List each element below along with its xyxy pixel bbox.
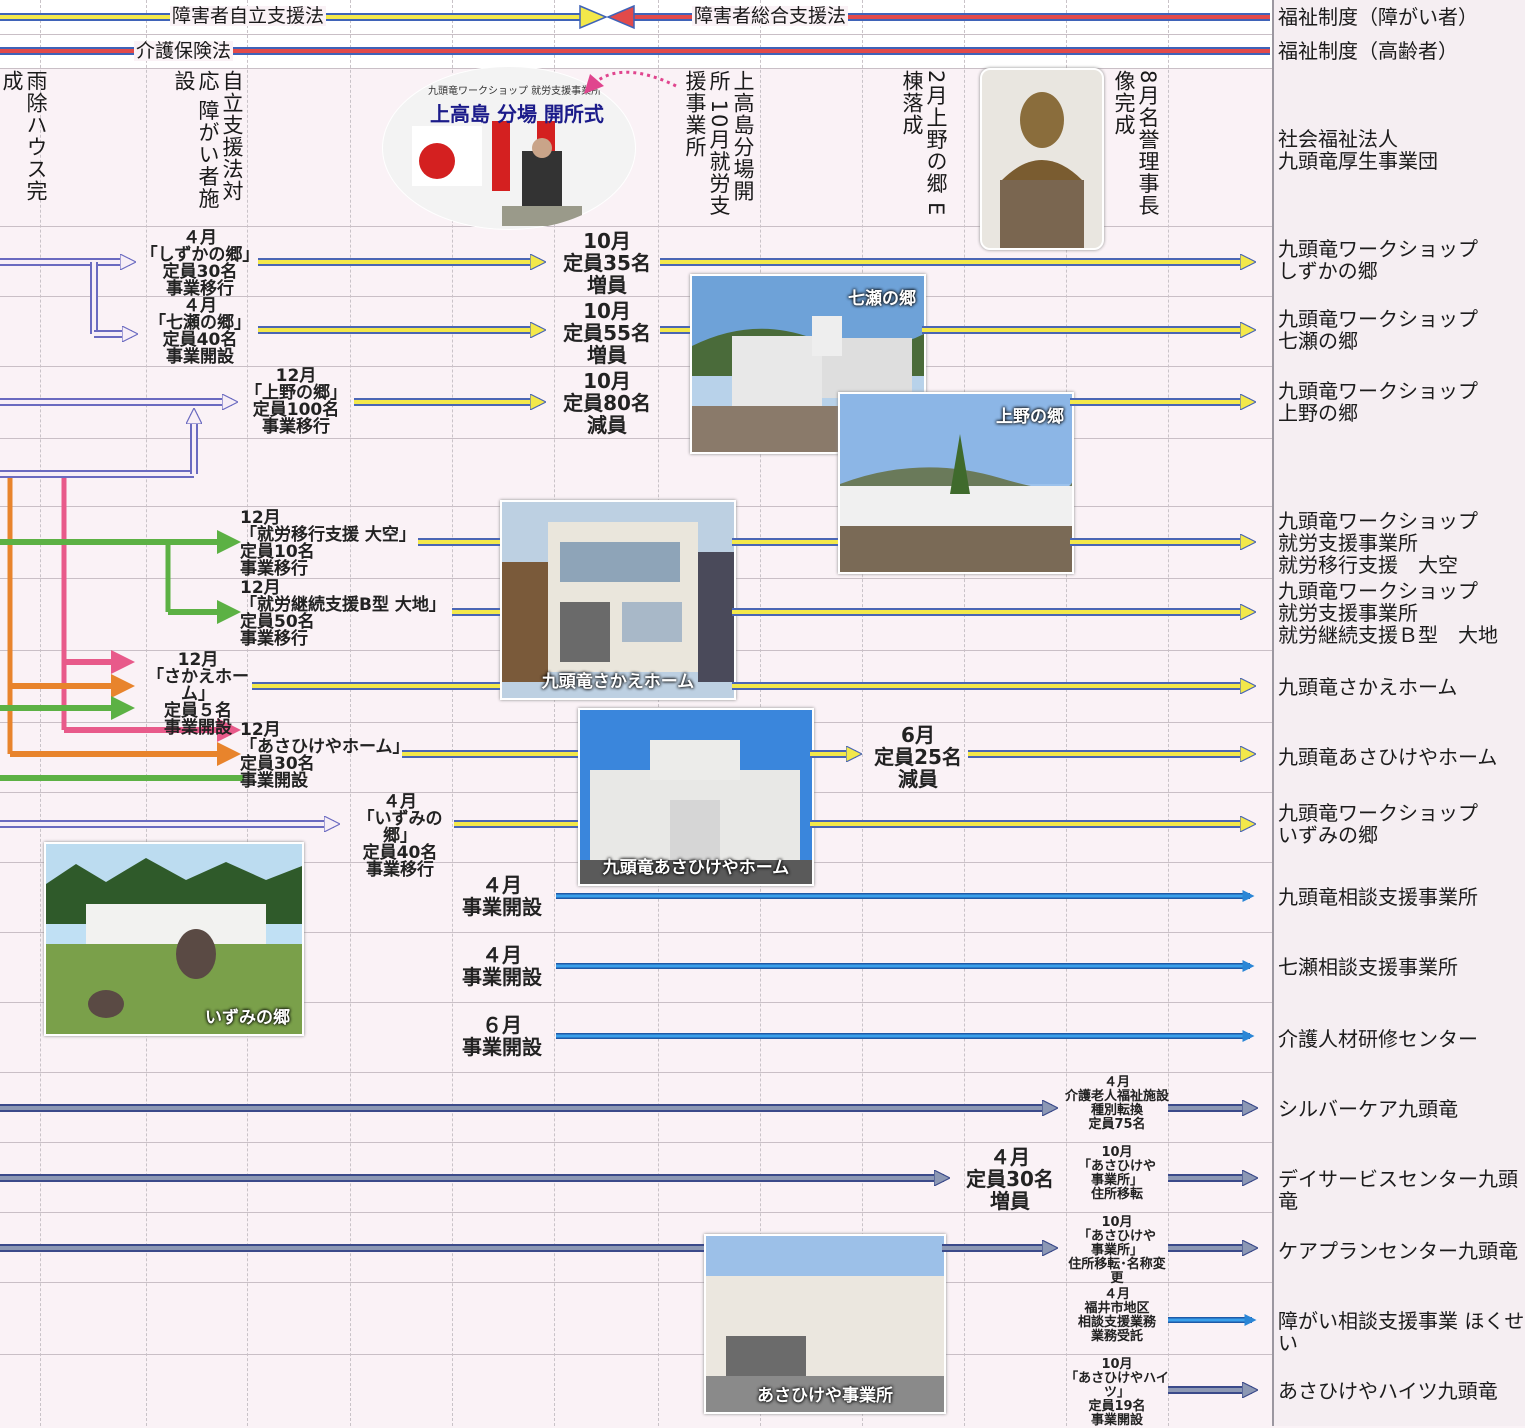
label-daichi: 九頭竜ワークショップ 就労支援事業所 就労継続支援Ｂ型 大地 (1278, 579, 1498, 647)
note-haitsu: 10月 「あさひけやハイツ」 定員19名 事業開設 (1065, 1357, 1169, 1428)
note-nanase-soudan: ４月 事業開設 (462, 943, 542, 989)
note-soudan: ４月 事業開設 (462, 873, 542, 919)
label-welfare-elderly: 福祉制度（高齢者） (1278, 39, 1458, 63)
note-shizuka-1: ４月 「しずかの郷」 定員30名 事業移行 (140, 228, 260, 299)
kamitakashima-banner-text: 上高島 分場 開所式 (430, 102, 604, 126)
label-ozora: 九頭竜ワークショップ 就労支援事業所 就労移行支援 大空 (1278, 509, 1478, 577)
note-day-1: ４月 定員30名 増員 (966, 1145, 1054, 1213)
pointer-arrow (584, 70, 677, 94)
label-sakae: 九頭竜さかえホーム (1278, 675, 1458, 699)
note-izumi: ４月 「いずみの郷」 定員40名 事業移行 (357, 792, 443, 880)
law-jiritsu: 障害者自立支援法 (170, 5, 327, 27)
law-kaigo: 介護保険法 (134, 40, 234, 62)
caption-sakae: 九頭竜さかえホーム (541, 672, 695, 692)
note-asahikeya-1: 12月 「あさひけやホーム」 定員30名 事業開設 (240, 720, 410, 791)
note-careplan: 10月 「あさひけや 事業所」 住所移転･名称変更 (1068, 1215, 1166, 1286)
kamitakashima-header-text: 九頭竜ワークショップ 就労支援事業所 (428, 86, 602, 97)
event-amayoke: 雨除ハウス完成 (0, 70, 48, 202)
label-column (1272, 0, 1525, 1426)
caption-ueno: 上野の郷 (996, 407, 1064, 427)
note-asahikeya-2: 6月 定員25名 減員 (874, 723, 962, 791)
label-day: デイサービスセンター九頭竜 (1278, 1167, 1518, 1213)
label-soudan: 九頭竜相談支援事業所 (1278, 885, 1478, 909)
note-shizuka-2: 10月 定員35名 増員 (563, 229, 651, 297)
label-ueno: 九頭竜ワークショップ 上野の郷 (1278, 379, 1478, 425)
law-sougou: 障害者総合支援法 (692, 5, 849, 27)
label-izumi: 九頭竜ワークショップ いずみの郷 (1278, 801, 1478, 847)
label-hokusei: 障がい相談支援事業 ほくせい (1278, 1309, 1525, 1355)
note-nanase-2: 10月 定員55名 増員 (563, 299, 651, 367)
note-sakae: 12月 「さかえホーム」 定員５名 事業開設 (147, 650, 249, 738)
note-hokusei: ４月 福井市地区 相談支援業務 業務受託 (1077, 1287, 1156, 1344)
photo-meiyo-bust (980, 68, 1104, 250)
label-nanase-soudan: 七瀬相談支援事業所 (1278, 955, 1458, 979)
caption-asahikeya-home: 九頭竜あさひけやホーム (602, 858, 790, 878)
label-careplan: ケアプランセンター九頭竜 (1278, 1239, 1518, 1263)
event-kamitakashima: 上高島分場開所 10月就労支援事業所 (683, 70, 755, 217)
photo-sakae: 九頭竜さかえホーム (500, 500, 736, 700)
note-ozora: 12月 「就労移行支援 大空」 定員10名 事業移行 (240, 508, 416, 579)
label-haitsu: あさひけやハイツ九頭竜 (1278, 1379, 1498, 1403)
note-ueno-2: 10月 定員80名 減員 (563, 369, 651, 437)
photo-izumi: いずみの郷 (44, 842, 304, 1036)
label-asahikeya: 九頭竜あさひけやホーム (1278, 745, 1498, 769)
label-shizuka: 九頭竜ワークショップ しずかの郷 (1278, 237, 1478, 283)
note-kensyu: ６月 事業開設 (462, 1013, 542, 1059)
caption-nanase: 七瀬の郷 (848, 289, 916, 309)
event-jiritsu-taiou: 自立支援法対応 障がい者施設 (172, 70, 244, 210)
label-nanase: 九頭竜ワークショップ 七瀬の郷 (1278, 307, 1478, 353)
photo-kamitakashima: 九頭竜ワークショップ 就労支援事業所 上高島 分場 開所式 (382, 66, 636, 230)
label-silver: シルバーケア九頭竜 (1278, 1097, 1458, 1121)
event-meiyo: 8月名誉理事長像完成 (1112, 70, 1160, 217)
note-silver: ４月 介護老人福祉施設 種別転換 定員75名 (1064, 1075, 1169, 1132)
label-corporation: 社会福祉法人 九頭竜厚生事業団 (1278, 127, 1438, 173)
label-kensyu: 介護人材研修センター (1278, 1027, 1478, 1051)
photo-asahikeya-home: 九頭竜あさひけやホーム (578, 708, 814, 886)
note-ueno-1: 12月 「上野の郷」 定員100名 事業移行 (245, 366, 347, 437)
note-day-2: 10月 「あさひけや 事業所」 住所移転 (1077, 1145, 1156, 1202)
photo-ueno: 上野の郷 (838, 392, 1074, 574)
note-nanase-1: ４月 「七瀬の郷」 定員40名 事業開設 (149, 296, 251, 367)
row-arrows (0, 0, 1272, 1426)
note-daichi: 12月 「就労継続支援B型 大地」 定員50名 事業移行 (240, 578, 446, 649)
label-welfare-disabled: 福祉制度（障がい者） (1278, 5, 1478, 29)
caption-asahikeya-office: あさひけや事業所 (757, 1386, 893, 1406)
caption-izumi: いずみの郷 (205, 1008, 290, 1028)
photo-asahikeya-office: あさひけや事業所 (704, 1234, 946, 1414)
event-ueno-e: 2月上野の郷 E棟落成 (900, 70, 948, 217)
